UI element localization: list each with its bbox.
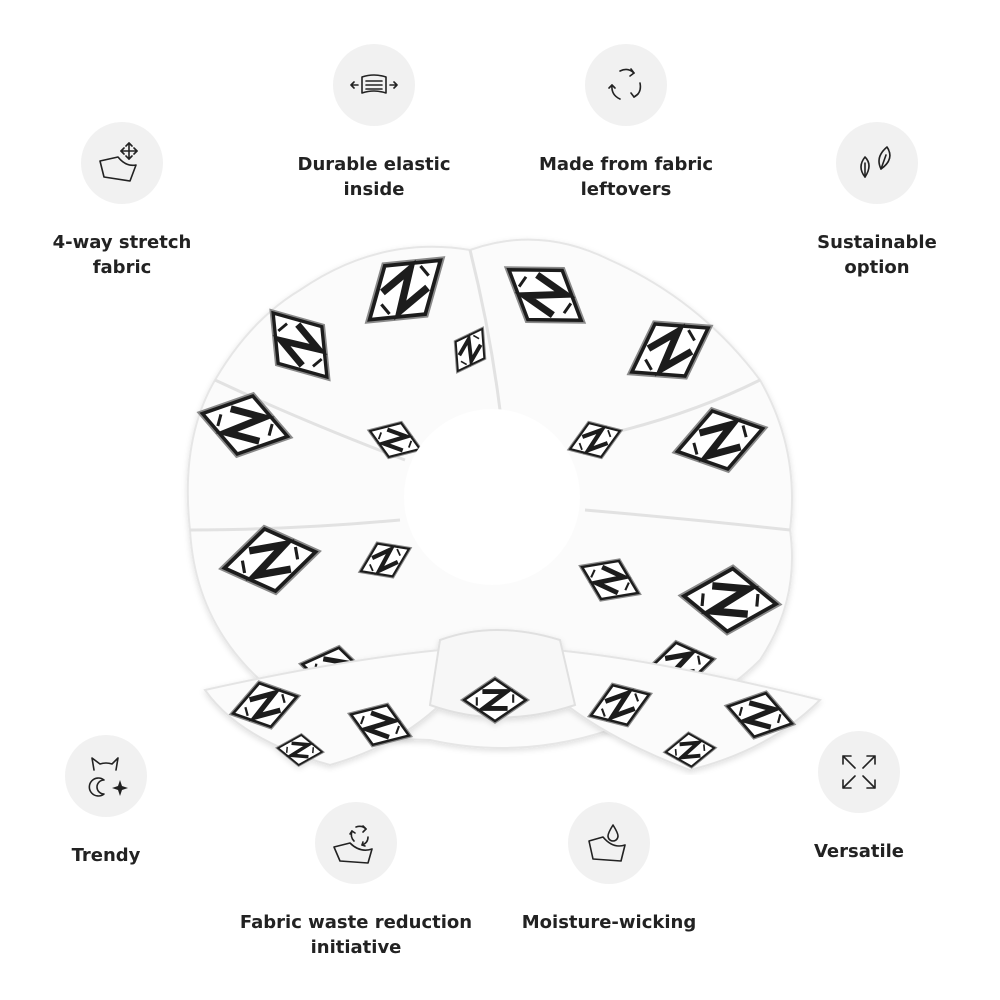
fabric-recycle-icon bbox=[315, 802, 397, 884]
feature-versatile: Versatile bbox=[739, 731, 979, 864]
elastic-band-icon bbox=[333, 44, 415, 126]
leaves-icon bbox=[836, 122, 918, 204]
scrunchie-product-image bbox=[186, 215, 822, 772]
feature-trendy: Trendy bbox=[0, 735, 226, 868]
feature-label: Moisture-wicking bbox=[521, 912, 697, 933]
scrunchie-bow bbox=[203, 629, 822, 772]
feature-label: 4-way stretch fabric bbox=[52, 232, 192, 278]
feature-label: Sustainable option bbox=[817, 232, 937, 278]
feature-sustainable: Sustainable option bbox=[757, 122, 997, 280]
feature-elastic: Durable elastic inside bbox=[254, 44, 494, 202]
water-drop-fabric-icon bbox=[568, 802, 650, 884]
trendy-cat-sparkle-icon bbox=[65, 735, 147, 817]
feature-leftovers: Made from fabric leftovers bbox=[506, 44, 746, 202]
feature-label: Trendy bbox=[71, 845, 141, 866]
feature-label: Durable elastic inside bbox=[297, 154, 451, 200]
stretch-arrows-icon bbox=[81, 122, 163, 204]
feature-label: Versatile bbox=[813, 841, 905, 862]
expand-arrows-icon bbox=[818, 731, 900, 813]
recycle-icon bbox=[585, 44, 667, 126]
feature-stretch: 4-way stretch fabric bbox=[2, 122, 242, 280]
feature-label: Fabric waste reduction initiative bbox=[239, 912, 473, 958]
feature-label: Made from fabric leftovers bbox=[538, 154, 714, 200]
feature-moisture: Moisture-wicking bbox=[489, 802, 729, 935]
feature-waste-reduction: Fabric waste reduction initiative bbox=[236, 802, 476, 960]
